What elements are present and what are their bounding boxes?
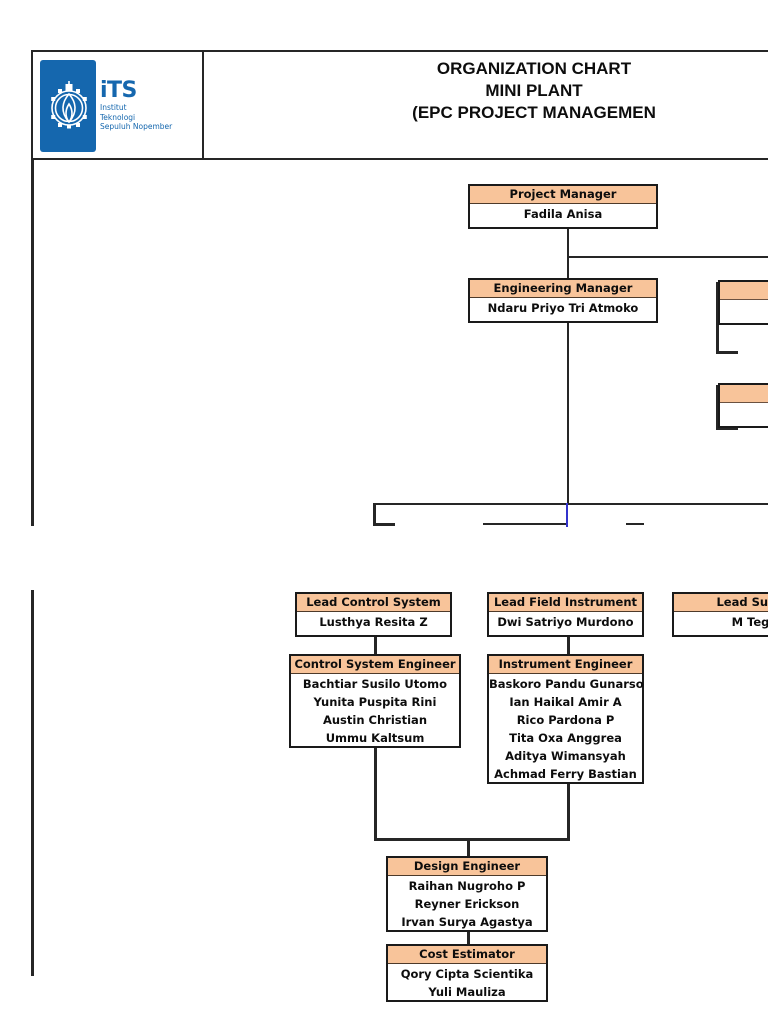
person-name: Austin Christian <box>322 713 428 727</box>
org-box-control-system-engineer[interactable]: Control System Engineer Bachtiar Susilo … <box>289 654 461 748</box>
its-sub-text: Institut Teknologi Sepuluh Nopember <box>100 103 196 132</box>
header-cell-divider <box>202 50 204 160</box>
person-name: Yunita Puspita Rini <box>313 695 437 709</box>
org-box-names: M Teg <box>674 612 768 631</box>
connector-bus-mid-foot <box>483 523 568 525</box>
connector-pm-down <box>567 228 569 280</box>
person-name: Baskoro Pandu Gunarso <box>489 677 644 691</box>
frame-left-border-upper <box>31 160 34 526</box>
person-name: Achmad Ferry Bastian <box>494 767 637 781</box>
person-name: Ndaru Priyo Tri Atmoko <box>487 301 639 315</box>
person-name: Reyner Erickson <box>414 897 520 911</box>
title-line-1: ORGANIZATION CHART <box>436 59 632 78</box>
org-box-stub-upper[interactable] <box>718 280 768 325</box>
org-box-names: Raihan Nugroho P Reyner Erickson Irvan S… <box>388 876 546 931</box>
person-name: Irvan Surya Agastya <box>401 915 533 929</box>
org-box-lead-control-system[interactable]: Lead Control System Lusthya Resita Z <box>295 592 452 637</box>
its-wordmark-text: iTS <box>100 78 137 103</box>
its-wordmark: iTS Institut Teknologi Sepuluh Nopember <box>100 80 196 132</box>
org-box-names: Fadila Anisa <box>470 204 656 223</box>
header-table <box>31 50 768 160</box>
connector-merge-to-design <box>467 838 470 858</box>
org-box-names: Dwi Satriyo Murdono <box>489 612 642 631</box>
org-box-names: Qory Cipta Scientika Yuli Mauliza <box>388 964 546 1001</box>
connector-pm-right <box>567 256 768 258</box>
org-box-title: Lead Control System <box>297 594 450 612</box>
connector-lfi-to-ie <box>567 637 570 655</box>
person-name: Rico Pardona P <box>516 713 615 727</box>
org-box-title: Design Engineer <box>388 858 546 876</box>
org-box-title: Lead Supp <box>674 594 768 612</box>
org-box-names: Lusthya Resita Z <box>297 612 450 631</box>
org-box-lead-field-instrument[interactable]: Lead Field Instrument Dwi Satriyo Murdon… <box>487 592 644 637</box>
connector-stub2-vertical <box>716 385 719 430</box>
person-name: Lusthya Resita Z <box>319 615 428 629</box>
its-logo: iTS Institut Teknologi Sepuluh Nopember <box>38 58 196 153</box>
org-box-title: Instrument Engineer <box>489 656 642 674</box>
connector-lcs-to-cse <box>374 637 377 655</box>
org-box-title <box>720 385 768 403</box>
connector-em-down <box>567 322 569 504</box>
logo-shield-icon <box>40 60 96 152</box>
org-box-title: Control System Engineer <box>291 656 459 674</box>
connector-stub1-foot <box>716 351 738 354</box>
org-box-names: Baskoro Pandu Gunarso Ian Haikal Amir A … <box>489 674 644 783</box>
connector-bus-left-foot <box>373 523 395 526</box>
connector-bus-highlight-drop <box>566 503 568 527</box>
org-box-design-engineer[interactable]: Design Engineer Raihan Nugroho P Reyner … <box>386 856 548 932</box>
its-sub-line-2: Teknologi <box>100 112 136 122</box>
person-name: Raihan Nugroho P <box>408 879 526 893</box>
frame-left-border-lower <box>31 590 34 976</box>
page-title: ORGANIZATION CHART MINI PLANT (EPC PROJE… <box>210 58 768 124</box>
org-box-instrument-engineer[interactable]: Instrument Engineer Baskoro Pandu Gunars… <box>487 654 644 784</box>
org-box-names: Ndaru Priyo Tri Atmoko <box>470 298 656 317</box>
connector-stub2-foot <box>716 427 738 430</box>
connector-stub1-vertical <box>716 282 719 354</box>
person-name: Tita Oxa Anggrea <box>509 731 622 745</box>
org-box-names <box>720 300 768 319</box>
org-box-names: Bachtiar Susilo Utomo Yunita Puspita Rin… <box>291 674 459 747</box>
org-box-engineering-manager[interactable]: Engineering Manager Ndaru Priyo Tri Atmo… <box>468 278 658 323</box>
person-name: Fadila Anisa <box>523 207 603 221</box>
org-box-cost-estimator[interactable]: Cost Estimator Qory Cipta Scientika Yuli… <box>386 944 548 1002</box>
its-sub-line-3: Sepuluh Nopember <box>100 122 173 131</box>
title-line-3: (EPC PROJECT MANAGEMEN <box>412 103 656 122</box>
org-box-stub-lower[interactable] <box>718 383 768 428</box>
connector-bus-right-foot <box>626 523 644 525</box>
person-name: Yuli Mauliza <box>428 985 506 999</box>
person-name: Ummu Kaltsum <box>325 731 425 745</box>
org-box-lead-support[interactable]: Lead Supp M Teg <box>672 592 768 637</box>
connector-bus-left-drop <box>373 503 376 526</box>
org-box-title: Cost Estimator <box>388 946 546 964</box>
org-box-title: Project Manager <box>470 186 656 204</box>
connector-design-to-cost <box>467 930 470 946</box>
org-box-title <box>720 282 768 300</box>
its-gear-lotus-icon <box>51 81 87 129</box>
person-name: Qory Cipta Scientika <box>400 967 534 981</box>
connector-distribution-bus <box>373 503 768 505</box>
person-name: Dwi Satriyo Murdono <box>497 615 634 629</box>
person-name: Ian Haikal Amir A <box>509 695 622 709</box>
org-box-title: Lead Field Instrument <box>489 594 642 612</box>
person-name: M Teg <box>731 615 768 629</box>
connector-ie-down <box>567 784 570 840</box>
org-box-names <box>720 403 768 422</box>
person-name: Bachtiar Susilo Utomo <box>302 677 448 691</box>
title-line-2: MINI PLANT <box>485 81 583 100</box>
person-name: Aditya Wimansyah <box>505 749 626 763</box>
connector-cse-down <box>374 748 377 840</box>
org-box-title: Engineering Manager <box>470 280 656 298</box>
its-sub-line-1: Institut <box>100 103 127 112</box>
connector-merge-bar <box>374 838 570 841</box>
org-box-project-manager[interactable]: Project Manager Fadila Anisa <box>468 184 658 229</box>
